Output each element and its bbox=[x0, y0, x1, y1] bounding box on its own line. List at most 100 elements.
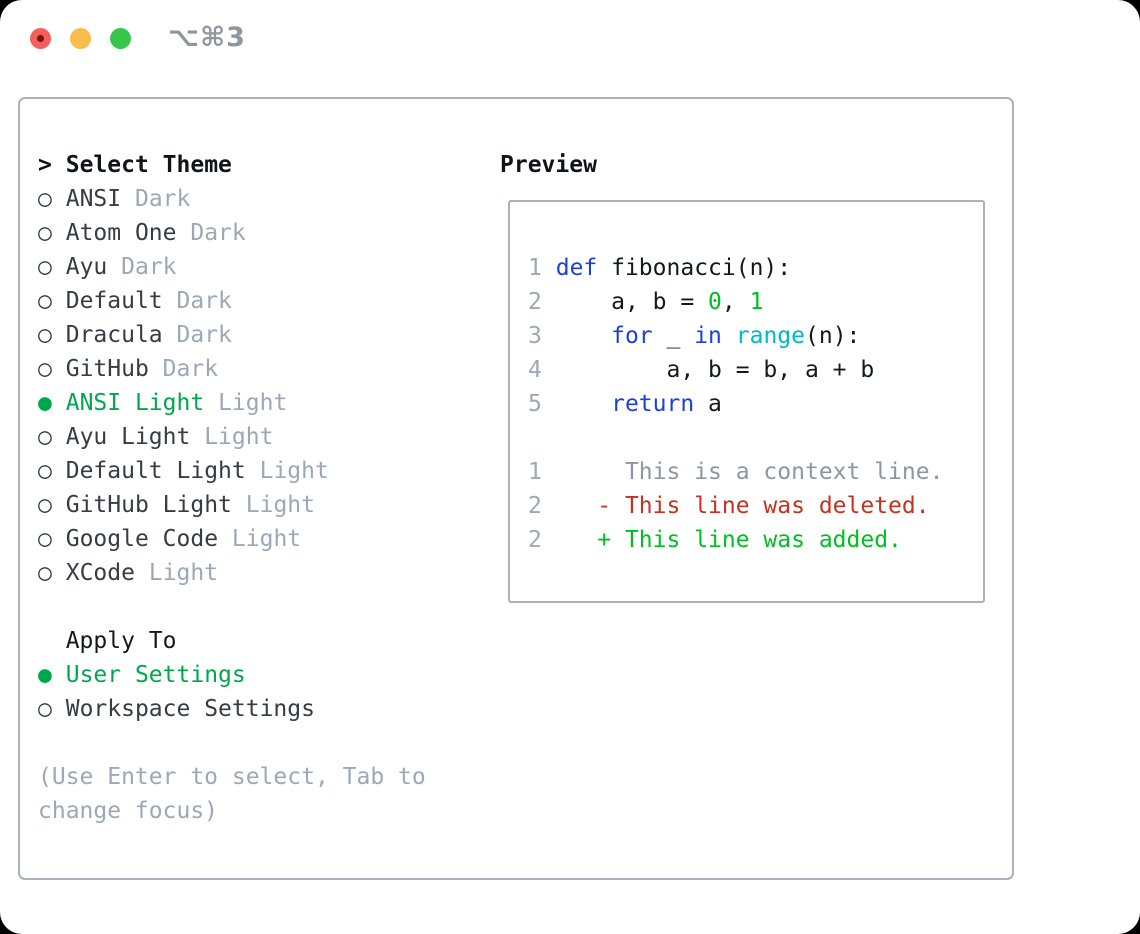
theme-variant-tag: Dark bbox=[162, 356, 219, 382]
code-token: _ bbox=[652, 323, 695, 349]
code-token: fibonacci(n): bbox=[597, 255, 792, 281]
theme-variant-tag: Light bbox=[148, 560, 219, 586]
help-text-line-2: change focus) bbox=[38, 798, 219, 824]
code-token: range bbox=[735, 323, 806, 349]
theme-option-github[interactable]: ○ GitHub Dark bbox=[38, 352, 426, 386]
apply-option-label: User Settings bbox=[65, 662, 246, 688]
radio-icon: ● bbox=[38, 662, 52, 688]
spacer bbox=[38, 726, 426, 760]
theme-variant-tag: Light bbox=[259, 458, 329, 484]
code-line: 5 return a bbox=[528, 387, 983, 421]
radio-icon: ○ bbox=[38, 254, 52, 280]
radio-icon: ○ bbox=[38, 696, 52, 722]
line-number: 1 bbox=[528, 255, 542, 281]
theme-variant-tag: Dark bbox=[176, 322, 232, 348]
code-token: return bbox=[611, 391, 695, 417]
code-token bbox=[556, 493, 598, 519]
code-token: 1 bbox=[749, 289, 764, 315]
theme-name: Ayu bbox=[65, 254, 108, 280]
line-number: 3 bbox=[528, 323, 542, 349]
select-theme-header: > Select Theme bbox=[38, 148, 426, 182]
theme-name: ANSI Light bbox=[65, 390, 205, 416]
code-token bbox=[556, 323, 611, 349]
code-line: 2 a, b = 0, 1 bbox=[528, 285, 983, 319]
theme-variant-tag: Light bbox=[231, 526, 302, 552]
theme-option-ayu[interactable]: ○ Ayu Dark bbox=[38, 250, 426, 284]
theme-variant-tag: Light bbox=[204, 424, 274, 450]
code-token: This is a context line. bbox=[555, 459, 944, 485]
theme-name: GitHub Light bbox=[65, 492, 232, 518]
code-token: a bbox=[694, 391, 722, 417]
radio-icon: ○ bbox=[38, 356, 52, 382]
theme-option-default[interactable]: ○ Default Dark bbox=[38, 284, 426, 318]
theme-option-atom-one[interactable]: ○ Atom One Dark bbox=[38, 216, 426, 250]
radio-icon: ○ bbox=[38, 288, 52, 314]
theme-variant-tag: Dark bbox=[176, 288, 232, 314]
focus-marker: > bbox=[38, 152, 52, 178]
code-token: (n): bbox=[805, 323, 861, 349]
line-number: 2 bbox=[528, 527, 542, 553]
diff-line: 2 + This line was added. bbox=[528, 523, 983, 557]
radio-icon: ○ bbox=[38, 560, 52, 586]
theme-variant-tag: Light bbox=[218, 390, 288, 416]
theme-name: ANSI bbox=[65, 186, 122, 212]
spacer bbox=[38, 590, 426, 624]
code-line: 3 for _ in range(n): bbox=[528, 319, 983, 353]
theme-name: GitHub bbox=[65, 356, 149, 382]
traffic-lights bbox=[30, 28, 131, 49]
radio-icon: ○ bbox=[38, 220, 52, 246]
code-token bbox=[556, 391, 611, 417]
code-token: def bbox=[555, 255, 598, 281]
theme-selector-column: > Select Theme ○ ANSI Dark○ Atom One Dar… bbox=[38, 148, 426, 828]
code-line: 4 a, b = b, a + b bbox=[528, 353, 983, 387]
close-button[interactable] bbox=[30, 28, 51, 49]
code-token: , bbox=[721, 289, 750, 315]
code-token: for bbox=[611, 323, 653, 349]
close-button-dot bbox=[37, 35, 44, 42]
theme-name: Default bbox=[65, 288, 163, 314]
theme-option-default-light[interactable]: ○ Default Light Light bbox=[38, 454, 426, 488]
theme-list: ○ ANSI Dark○ Atom One Dark○ Ayu Dark○ De… bbox=[38, 182, 426, 590]
help-text-line-1: (Use Enter to select, Tab to bbox=[38, 764, 426, 790]
theme-option-ayu-light[interactable]: ○ Ayu Light Light bbox=[38, 420, 426, 454]
radio-icon: ○ bbox=[38, 492, 52, 518]
apply-option-user-settings[interactable]: ● User Settings bbox=[38, 658, 426, 692]
theme-name: Google Code bbox=[65, 526, 219, 552]
line-number: 4 bbox=[528, 357, 542, 383]
preview-header: Preview bbox=[500, 152, 597, 178]
radio-icon: ○ bbox=[38, 424, 52, 450]
radio-icon: ○ bbox=[38, 458, 52, 484]
line-number: 2 bbox=[528, 289, 542, 315]
theme-name: Dracula bbox=[65, 322, 163, 348]
apply-to-list: ● User Settings○ Workspace Settings bbox=[38, 658, 426, 726]
diff-line: 2 - This line was deleted. bbox=[528, 489, 983, 523]
theme-option-xcode[interactable]: ○ XCode Light bbox=[38, 556, 426, 590]
theme-option-ansi-light[interactable]: ● ANSI Light Light bbox=[38, 386, 426, 420]
theme-option-google-code[interactable]: ○ Google Code Light bbox=[38, 522, 426, 556]
select-theme-label: Select Theme bbox=[65, 152, 232, 178]
code-token: - This line was deleted. bbox=[597, 493, 930, 519]
code-token bbox=[556, 527, 598, 553]
code-token bbox=[722, 323, 736, 349]
minimize-button[interactable] bbox=[70, 28, 91, 49]
radio-icon: ○ bbox=[38, 526, 52, 552]
theme-option-ansi[interactable]: ○ ANSI Dark bbox=[38, 182, 426, 216]
diff-line: 1 This is a context line. bbox=[528, 455, 983, 489]
apply-option-label: Workspace Settings bbox=[65, 696, 315, 722]
apply-option-workspace-settings[interactable]: ○ Workspace Settings bbox=[38, 692, 426, 726]
line-number: 2 bbox=[528, 493, 542, 519]
apply-to-header: Apply To bbox=[65, 628, 177, 654]
theme-option-github-light[interactable]: ○ GitHub Light Light bbox=[38, 488, 426, 522]
code-token: 0 bbox=[708, 289, 722, 315]
theme-option-dracula[interactable]: ○ Dracula Dark bbox=[38, 318, 426, 352]
theme-name: Atom One bbox=[65, 220, 177, 246]
radio-icon: ● bbox=[38, 390, 52, 416]
theme-name: Default Light bbox=[65, 458, 246, 484]
zoom-button[interactable] bbox=[110, 28, 131, 49]
theme-name: XCode bbox=[65, 560, 135, 586]
code-token: a, b = b, a + b bbox=[555, 357, 875, 383]
window-title: ⌥⌘3 bbox=[168, 22, 246, 53]
code-token: in bbox=[694, 323, 722, 349]
